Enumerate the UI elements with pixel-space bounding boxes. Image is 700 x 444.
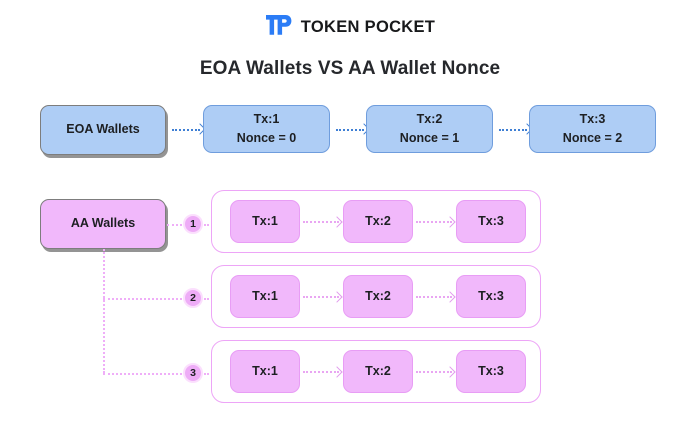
aa-row-3-tx-node-1: Tx:1 xyxy=(230,350,300,393)
aa-tx-label: Tx:3 xyxy=(478,213,504,228)
aa-row-1-tx-node-1: Tx:1 xyxy=(230,200,300,243)
aa-tx-label: Tx:3 xyxy=(478,288,504,303)
aa-tx-label: Tx:3 xyxy=(478,363,504,378)
eoa-nonce-label: Nonce = 1 xyxy=(399,131,460,145)
arrow-shaft xyxy=(416,371,452,373)
aa-row-3-arrow-2 xyxy=(416,371,452,373)
eoa-nonce-label: Nonce = 2 xyxy=(562,131,623,145)
aa-row-2-arrow-2 xyxy=(416,296,452,298)
aa-connector-to-badge-3 xyxy=(103,373,182,375)
arrow-shaft xyxy=(499,129,527,131)
aa-row-badge-3: 3 xyxy=(183,363,203,383)
eoa-arrow-3 xyxy=(499,129,527,131)
arrow-shaft xyxy=(172,129,200,131)
brand-header: TOKEN POCKET xyxy=(0,14,700,41)
aa-badge-1-to-row xyxy=(204,224,213,226)
brand-name: TOKEN POCKET xyxy=(300,18,436,36)
aa-row-2-arrow-1 xyxy=(303,296,339,298)
eoa-tx-node-2: Tx:2 Nonce = 1 xyxy=(366,105,493,153)
aa-tx-label: Tx:2 xyxy=(365,288,391,303)
tp-logo-icon xyxy=(265,14,292,41)
aa-row-3-tx-node-2: Tx:2 xyxy=(343,350,413,393)
eoa-wallets-node: EOA Wallets xyxy=(40,105,166,155)
aa-row-2-tx-node-3: Tx:3 xyxy=(456,275,526,318)
aa-row-1-tx-node-3: Tx:3 xyxy=(456,200,526,243)
aa-tx-label: Tx:2 xyxy=(365,213,391,228)
aa-connector-to-badge-1 xyxy=(167,224,182,226)
aa-row-3-arrow-1 xyxy=(303,371,339,373)
aa-row-badge-2: 2 xyxy=(183,288,203,308)
aa-badge-2-to-row xyxy=(204,298,213,300)
aa-row-badge-label: 3 xyxy=(190,367,196,379)
arrow-shaft xyxy=(303,221,339,223)
arrow-shaft xyxy=(336,129,364,131)
page-title: EOA Wallets VS AA Wallet Nonce xyxy=(199,58,501,79)
aa-row-1-tx-node-2: Tx:2 xyxy=(343,200,413,243)
aa-tx-label: Tx:1 xyxy=(252,288,278,303)
aa-connector-to-badge-2 xyxy=(103,298,182,300)
arrow-shaft xyxy=(416,296,452,298)
aa-tx-label: Tx:2 xyxy=(365,363,391,378)
aa-row-badge-label: 1 xyxy=(190,218,196,230)
eoa-arrow-2 xyxy=(336,129,364,131)
aa-row-1-arrow-1 xyxy=(303,221,339,223)
eoa-arrow-1 xyxy=(172,129,200,131)
aa-row-badge-label: 2 xyxy=(190,292,196,304)
aa-connector-trunk xyxy=(103,249,105,373)
eoa-tx-node-3: Tx:3 Nonce = 2 xyxy=(529,105,656,153)
eoa-tx-label: Tx:2 xyxy=(416,111,443,126)
eoa-nonce-label: Nonce = 0 xyxy=(236,131,297,145)
aa-row-2-tx-node-2: Tx:2 xyxy=(343,275,413,318)
aa-row-badge-1: 1 xyxy=(183,214,203,234)
aa-row-1-arrow-2 xyxy=(416,221,452,223)
eoa-tx-label: Tx:3 xyxy=(579,111,606,126)
arrow-shaft xyxy=(303,296,339,298)
aa-tx-label: Tx:1 xyxy=(252,213,278,228)
aa-badge-3-to-row xyxy=(204,373,213,375)
aa-wallets-label: AA Wallets xyxy=(70,216,136,231)
eoa-tx-node-1: Tx:1 Nonce = 0 xyxy=(203,105,330,153)
aa-tx-label: Tx:1 xyxy=(252,363,278,378)
aa-row-2-tx-node-1: Tx:1 xyxy=(230,275,300,318)
aa-row-3-tx-node-3: Tx:3 xyxy=(456,350,526,393)
arrow-shaft xyxy=(416,221,452,223)
eoa-tx-label: Tx:1 xyxy=(253,111,280,126)
eoa-wallets-label: EOA Wallets xyxy=(66,122,140,137)
aa-wallets-node: AA Wallets xyxy=(40,199,166,249)
arrow-shaft xyxy=(303,371,339,373)
